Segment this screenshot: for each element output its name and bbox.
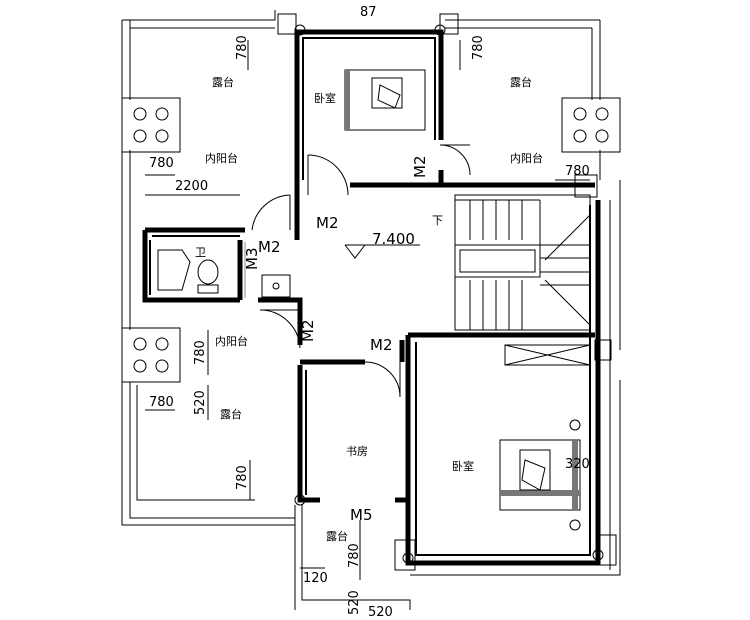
floor-level-label: 7.400 [372, 230, 415, 248]
bed-main [499, 344, 591, 511]
door-label-m2-bath: M2 [258, 238, 281, 256]
dim-780-tl: 780 [235, 35, 250, 60]
main-bedroom-walls [405, 200, 601, 566]
room-label-bedroom-main: 卧室 [452, 459, 474, 473]
room-label-bathroom: 卫 [195, 246, 206, 259]
room-label-inner-balcony-l: 内阳台 [205, 151, 238, 165]
bed-top [344, 69, 426, 131]
room-label-terrace-bl: 露台 [220, 407, 242, 421]
column-block-tr [561, 97, 621, 153]
dim-780-bl: 780 [149, 395, 174, 410]
door-label-m2-study: M2 [370, 336, 393, 354]
dim-520-b2: 520 [368, 605, 393, 620]
room-label-terrace-bottom: 露台 [326, 529, 348, 543]
room-label-bedroom-top: 卧室 [314, 91, 336, 105]
column-block-tl [121, 97, 181, 153]
dim-780-lm: 780 [193, 340, 208, 365]
outer-outline [121, 10, 621, 610]
dim-780-tr: 780 [471, 35, 486, 60]
dim-2200: 2200 [175, 179, 208, 194]
bathroom-fixtures [157, 249, 291, 298]
door-label-m2-left: M2 [316, 214, 339, 232]
dim-320: 320 [565, 457, 590, 472]
door-label-m2-top: M2 [411, 156, 429, 179]
room-label-terrace-tl: 露台 [212, 75, 234, 89]
top-bedroom-walls [294, 29, 595, 188]
staircase [454, 194, 591, 331]
dim-780-r: 780 [565, 164, 590, 179]
dim-520-l: 520 [193, 390, 208, 415]
level-marker [344, 244, 420, 259]
dimension-lines [145, 40, 590, 580]
door-label-m2-hall: M2 [299, 320, 317, 343]
door-label-m5: M5 [350, 506, 373, 524]
dim-top-cut: 87 [360, 5, 377, 20]
dim-120: 120 [303, 571, 328, 586]
dim-780-b: 780 [347, 543, 362, 568]
dim-780-bottom-l: 780 [235, 465, 250, 490]
room-label-inner-balcony-r: 内阳台 [510, 151, 543, 165]
room-label-study: 书房 [346, 445, 368, 458]
door-swings [244, 144, 471, 398]
column-block-ml [121, 327, 181, 383]
dim-520-b: 520 [347, 590, 362, 615]
stair-down-label: 下 [432, 214, 443, 227]
room-label-terrace-tr: 露台 [510, 75, 532, 89]
room-label-inner-balcony-lm: 内阳台 [215, 334, 248, 348]
door-label-m3-bath: M3 [243, 248, 261, 271]
dim-780-l: 780 [149, 156, 174, 171]
